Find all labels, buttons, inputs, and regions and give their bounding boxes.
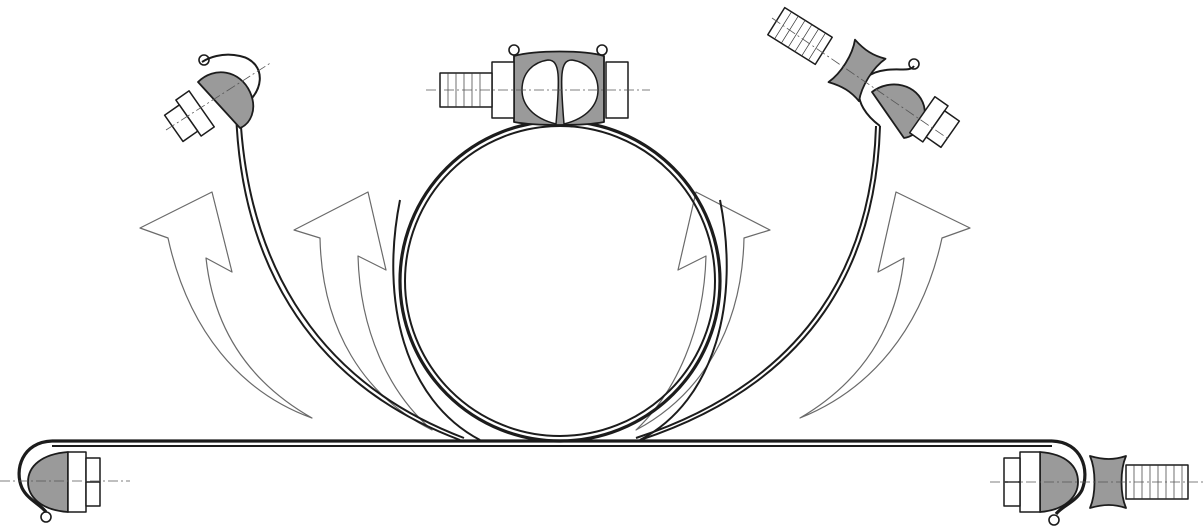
closed-clamp (398, 44, 722, 443)
rolling-band-right (635, 6, 961, 441)
arrow-left-outer (139, 191, 313, 419)
arrow-left-inner (293, 191, 433, 431)
arrow-right-inner (635, 191, 771, 431)
rolling-band-left (163, 53, 481, 441)
open-band (0, 439, 1204, 526)
arrow-right-outer (799, 191, 971, 419)
